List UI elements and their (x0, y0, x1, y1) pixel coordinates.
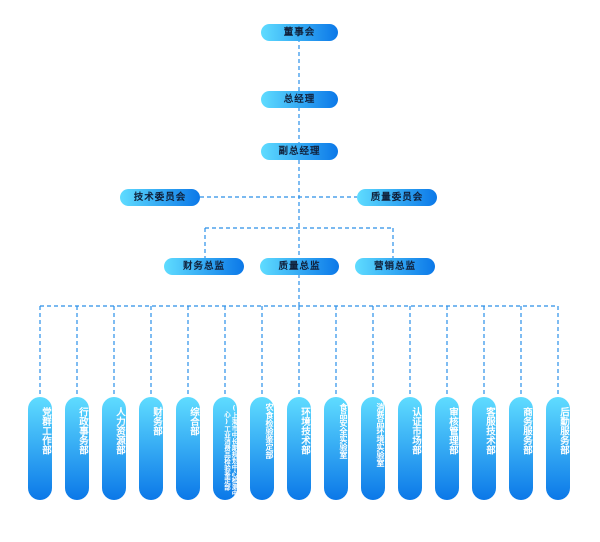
department-label: 农食检验鉴定部 (265, 403, 274, 459)
department-box: 人力资源部 (102, 397, 126, 500)
tech-committee-node: 技术委员会 (120, 189, 200, 206)
department-label: (上海市中长期规划中心检测中心)工业消费品检验鉴定部 (222, 404, 238, 497)
department-label: 商务服务部 (521, 407, 532, 455)
department-box: 农食检验鉴定部 (250, 397, 274, 500)
department-label: 客服技术部 (484, 407, 495, 455)
department-box: 认证市场部 (398, 397, 422, 500)
department-label: 消费品环境实验室 (376, 403, 385, 467)
quality-director-node: 质量总监 (260, 258, 339, 275)
department-box: 行政事务部 (65, 397, 89, 500)
department-box: 环境技术部 (287, 397, 311, 500)
department-label: 环境技术部 (299, 407, 310, 455)
marketing-director-node: 营销总监 (355, 258, 435, 275)
department-label: 认证市场部 (410, 407, 421, 455)
quality-committee-node: 质量委员会 (357, 189, 437, 206)
department-label: 党群工作部 (40, 407, 51, 455)
department-box: 食品安全实验室 (324, 397, 348, 500)
department-label: 食品安全实验室 (339, 403, 348, 459)
department-box: 财务部 (139, 397, 163, 500)
department-label: 综合部 (188, 407, 199, 436)
department-box: 商务服务部 (509, 397, 533, 500)
department-label: 行政事务部 (77, 407, 88, 455)
department-box: 审核管理部 (435, 397, 459, 500)
deputy-general-manager-node: 副总经理 (261, 143, 338, 160)
department-box: 综合部 (176, 397, 200, 500)
department-box: 消费品环境实验室 (361, 397, 385, 500)
department-label: 审核管理部 (447, 407, 458, 455)
department-box: 后勤服务部 (546, 397, 570, 500)
general-manager-node: 总经理 (261, 91, 338, 108)
department-box: 客服技术部 (472, 397, 496, 500)
department-label: 人力资源部 (114, 407, 125, 455)
department-label: 财务部 (151, 407, 162, 436)
board-node: 董事会 (261, 24, 338, 41)
department-label: 后勤服务部 (558, 407, 569, 455)
finance-director-node: 财务总监 (164, 258, 244, 275)
department-box: 党群工作部 (28, 397, 52, 500)
department-box: (上海市中长期规划中心检测中心)工业消费品检验鉴定部 (213, 397, 237, 500)
